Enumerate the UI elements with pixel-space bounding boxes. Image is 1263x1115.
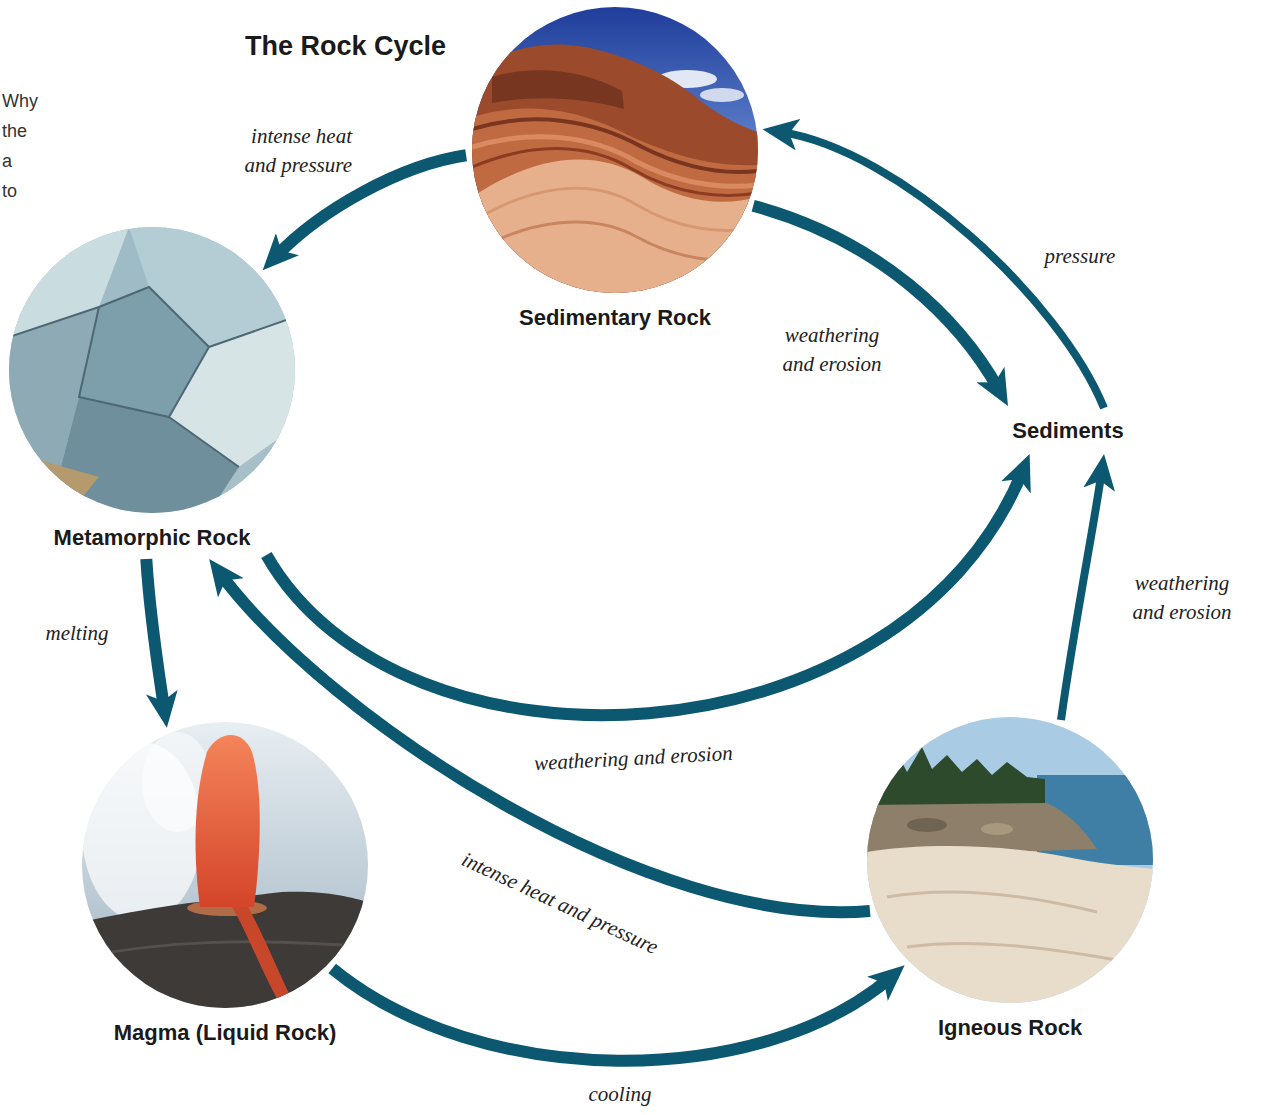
boulder: [907, 818, 947, 832]
text-node: Sediments: [1008, 418, 1128, 444]
rock-crack: [9, 287, 295, 467]
metamorphic-photo: [9, 227, 295, 513]
granite-scene: [867, 717, 1153, 1003]
sky: [867, 717, 1153, 1003]
boulder: [981, 823, 1013, 835]
rock-facet: [9, 457, 99, 513]
sky: [472, 7, 758, 293]
granite-joint: [887, 892, 1127, 962]
lava-photo: [82, 722, 368, 1008]
rock-name: Igneous Rock: [867, 1015, 1153, 1041]
sandstone-photo: [472, 7, 758, 293]
rock-band: [472, 109, 758, 293]
sidebar-fragment: the: [2, 120, 27, 142]
rock-circle-node: Magma (Liquid Rock): [82, 722, 368, 1046]
rock-circle-node: Metamorphic Rock: [9, 227, 295, 551]
sidebar-fragment: to: [2, 180, 17, 202]
cycle-arrow: [146, 559, 164, 710]
rock-name: Sedimentary Rock: [472, 305, 758, 331]
process-label: cooling: [586, 1080, 655, 1109]
rock-mass: [472, 45, 758, 293]
lava-fountain: [196, 735, 260, 907]
sandstone-scene: [472, 7, 758, 293]
rock-facet: [209, 427, 295, 513]
rock-circle-node: Sedimentary Rock: [472, 7, 758, 331]
rock-base: [9, 227, 295, 513]
sidebar-fragment: Why: [2, 90, 38, 112]
sidebar-fragment: a: [2, 150, 12, 172]
volcano-slope: [82, 892, 368, 1008]
sky: [82, 722, 368, 1008]
diagram-title: The Rock Cycle: [245, 30, 446, 62]
rock-name: Metamorphic Rock: [9, 525, 295, 551]
metamorphic-scene: [9, 227, 295, 513]
rock-name: Magma (Liquid Rock): [82, 1020, 368, 1046]
lava-scene: [82, 722, 368, 1008]
rock-shadow: [492, 70, 624, 109]
slope-ridge: [82, 942, 368, 957]
process-label: intense heat and pressure: [214, 122, 355, 180]
cycle-arrow: [266, 471, 1022, 715]
process-label: melting: [43, 619, 112, 648]
process-label: weathering and erosion: [530, 739, 736, 779]
cycle-arrow: [332, 969, 891, 1061]
rock-stripe: [472, 148, 758, 195]
tree-line: [867, 747, 1045, 809]
process-label: intense heat and pressure: [454, 844, 665, 963]
granite-photo: [867, 717, 1153, 1003]
process-label: pressure: [1042, 242, 1119, 271]
node-label: Sediments: [1008, 418, 1128, 444]
process-label: weathering and erosion: [769, 321, 895, 379]
process-label: weathering and erosion: [1119, 569, 1245, 627]
rock-stripe: [472, 119, 758, 172]
cycle-arrow: [1061, 472, 1102, 720]
rock-band: [472, 160, 758, 293]
rock-stripe: [472, 222, 758, 260]
rock-facet: [49, 397, 239, 513]
rock-stripe: [472, 188, 758, 230]
rock-circle-node: Igneous Rock: [867, 717, 1153, 1041]
granite-outcrop: [867, 846, 1153, 1003]
cloud: [700, 88, 744, 102]
lava-flow: [232, 907, 296, 1008]
